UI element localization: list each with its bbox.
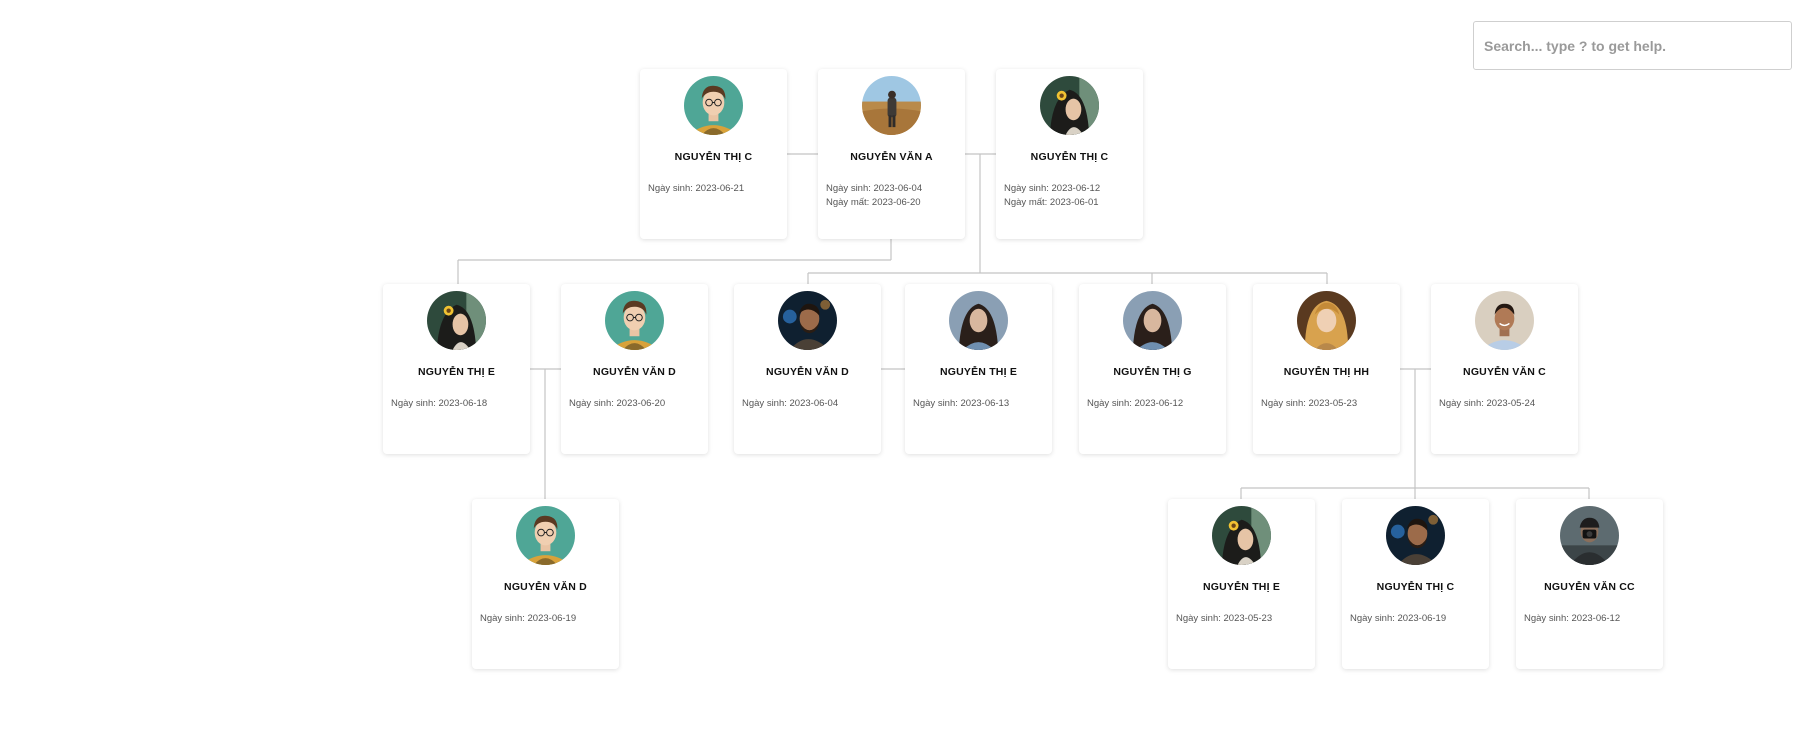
person-name: NGUYỄN THỊ E (1202, 581, 1281, 593)
person-name: NGUYỄN VĂN D (766, 366, 849, 378)
man-with-beard-icon (778, 291, 837, 350)
woman-with-sunflower-icon (1212, 506, 1271, 565)
person-node[interactable]: NGUYỄN THỊ E Ngày sinh: 2023-06-18 (383, 284, 530, 454)
birth-date: Ngày sinh: 2023-06-21 (648, 183, 745, 194)
blonde-woman-icon (1297, 291, 1356, 350)
man-smiling-icon (1475, 291, 1534, 350)
person-node[interactable]: NGUYỄN VĂN C Ngày sinh: 2023-05-24 (1431, 284, 1578, 454)
birth-date: Ngày sinh: 2023-06-19 (480, 613, 577, 624)
young-man-glasses-icon (605, 291, 664, 350)
woman-dark-hair-icon (1123, 291, 1182, 350)
person-node[interactable]: NGUYỄN THỊ E Ngày sinh: 2023-06-13 (905, 284, 1052, 454)
person-node[interactable]: NGUYỄN THỊ HH Ngày sinh: 2023-05-23 (1253, 284, 1400, 454)
person-name: NGUYỄN THỊ C (674, 151, 753, 163)
person-name: NGUYỄN THỊ E (417, 366, 496, 378)
person-node[interactable]: NGUYỄN VĂN CC Ngày sinh: 2023-06-12 (1516, 499, 1663, 669)
search-input[interactable] (1473, 21, 1792, 70)
person-info: Ngày sinh: 2023-05-23 (1176, 612, 1311, 626)
person-info: Ngày sinh: 2023-06-19 (480, 612, 615, 626)
birth-date: Ngày sinh: 2023-06-12 (1524, 613, 1621, 624)
death-date: Ngày mất: 2023-06-20 (826, 197, 921, 208)
person-info: Ngày sinh: 2023-06-19 (1350, 612, 1485, 626)
birth-date: Ngày sinh: 2023-06-04 (826, 183, 923, 194)
birth-date: Ngày sinh: 2023-06-18 (391, 398, 488, 409)
person-name: NGUYỄN VĂN A (850, 151, 933, 163)
birth-date: Ngày sinh: 2023-06-04 (742, 398, 839, 409)
person-info: Ngày sinh: 2023-06-12 (1524, 612, 1659, 626)
birth-date: Ngày sinh: 2023-05-23 (1261, 398, 1358, 409)
person-node[interactable]: NGUYỄN VĂN D Ngày sinh: 2023-06-19 (472, 499, 619, 669)
person-node[interactable]: NGUYỄN THỊ G Ngày sinh: 2023-06-12 (1079, 284, 1226, 454)
person-info: Ngày sinh: 2023-06-21 (648, 182, 783, 196)
person-info: Ngày sinh: 2023-06-04 (742, 397, 877, 411)
person-name: NGUYỄN VĂN CC (1544, 581, 1635, 593)
woman-with-sunflower-icon (1040, 76, 1099, 135)
birth-date: Ngày sinh: 2023-06-12 (1004, 183, 1101, 194)
person-name: NGUYỄN VĂN D (593, 366, 676, 378)
person-name: NGUYỄN THỊ C (1030, 151, 1109, 163)
woman-dark-hair-icon (949, 291, 1008, 350)
young-man-glasses-icon (684, 76, 743, 135)
person-name: NGUYỄN THỊ E (939, 366, 1018, 378)
person-info: Ngày sinh: 2023-06-12 (1087, 397, 1222, 411)
person-name: NGUYỄN VĂN D (504, 581, 587, 593)
birth-date: Ngày sinh: 2023-05-24 (1439, 398, 1536, 409)
person-node[interactable]: NGUYỄN THỊ C Ngày sinh: 2023-06-19 (1342, 499, 1489, 669)
birth-date: Ngày sinh: 2023-06-20 (569, 398, 666, 409)
death-date: Ngày mất: 2023-06-01 (1004, 197, 1099, 208)
person-info: Ngày sinh: 2023-06-18 (391, 397, 526, 411)
person-node[interactable]: NGUYỄN THỊ E Ngày sinh: 2023-05-23 (1168, 499, 1315, 669)
person-info: Ngày sinh: 2023-06-13 (913, 397, 1048, 411)
person-name: NGUYỄN THỊ HH (1283, 366, 1370, 378)
young-man-glasses-icon (516, 506, 575, 565)
person-node[interactable]: NGUYỄN THỊ C Ngày sinh: 2023-06-21 (640, 69, 787, 239)
person-name: NGUYỄN VĂN C (1463, 366, 1546, 378)
birth-date: Ngày sinh: 2023-06-13 (913, 398, 1010, 409)
person-name: NGUYỄN THỊ G (1113, 366, 1192, 378)
man-with-beard-icon (1386, 506, 1445, 565)
person-in-field-icon (862, 76, 921, 135)
person-node[interactable]: NGUYỄN VĂN D Ngày sinh: 2023-06-04 (734, 284, 881, 454)
person-name: NGUYỄN THỊ C (1376, 581, 1455, 593)
man-with-camera-icon (1560, 506, 1619, 565)
person-info: Ngày sinh: 2023-05-23 (1261, 397, 1396, 411)
person-info: Ngày sinh: 2023-05-24 (1439, 397, 1574, 411)
person-info: Ngày sinh: 2023-06-20 (569, 397, 704, 411)
woman-with-sunflower-icon (427, 291, 486, 350)
birth-date: Ngày sinh: 2023-05-23 (1176, 613, 1273, 624)
birth-date: Ngày sinh: 2023-06-12 (1087, 398, 1184, 409)
person-node[interactable]: NGUYỄN VĂN D Ngày sinh: 2023-06-20 (561, 284, 708, 454)
birth-date: Ngày sinh: 2023-06-19 (1350, 613, 1447, 624)
